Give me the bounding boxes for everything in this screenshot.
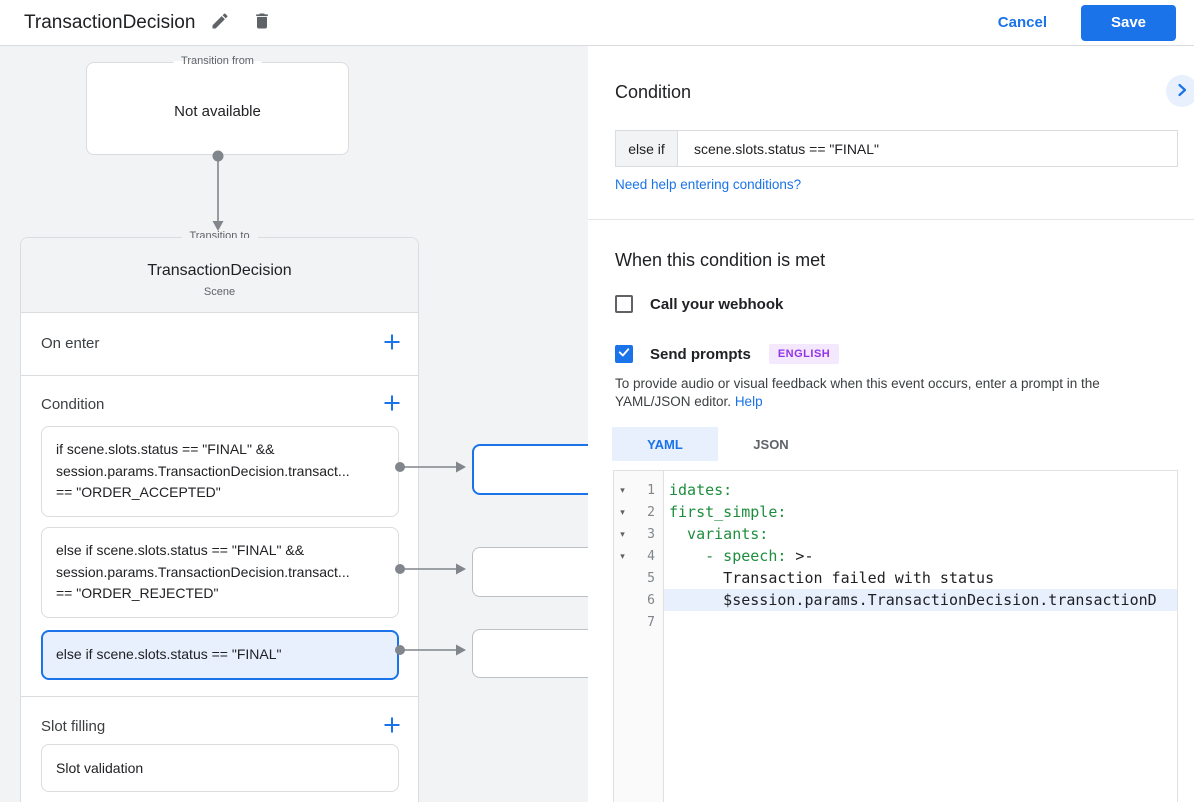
condition-item-final-selected[interactable]: else if scene.slots.status == "FINAL" [41, 630, 399, 680]
prompt-node[interactable] [472, 547, 588, 597]
editor-format-tabs: YAML JSON [612, 427, 824, 461]
tab-yaml[interactable]: YAML [612, 427, 718, 461]
fold-triangle-icon[interactable]: ▾ [620, 550, 625, 561]
condition-detail-panel: Condition else if Need help entering con… [588, 46, 1194, 802]
editor-line: 5 Transaction failed with status [614, 567, 1177, 589]
transition-to-node: Transition to TransactionDecision Scene … [20, 230, 419, 802]
trash-icon [252, 11, 272, 34]
transition-from-value: Not available [174, 103, 261, 120]
pencil-icon [210, 11, 230, 34]
prompt-hint-body: To provide audio or visual feedback when… [615, 376, 1100, 409]
add-icon [383, 394, 401, 415]
condition-expression-input[interactable] [678, 131, 1177, 166]
yaml-text: >- [786, 547, 814, 565]
condition-help-link[interactable]: Need help entering conditions? [615, 177, 802, 192]
arrow-right-icon [456, 644, 466, 656]
slot-validation-item[interactable]: Slot validation [41, 744, 399, 792]
delete-scene-button[interactable] [245, 6, 279, 40]
add-on-enter-button[interactable] [380, 331, 404, 355]
yaml-key: variants: [669, 525, 769, 543]
yaml-key: first_simple: [669, 503, 787, 521]
check-icon [617, 345, 631, 364]
when-met-heading: When this condition is met [615, 250, 826, 270]
save-button[interactable]: Save [1081, 4, 1176, 41]
add-slot-button[interactable] [380, 714, 404, 738]
editor-line: 7 [614, 611, 1177, 633]
line-number: 6 [647, 592, 655, 608]
edit-scene-button[interactable] [203, 6, 237, 40]
scene-flow-canvas: Transition from Not available T [0, 46, 588, 802]
editor-line-active: 6 $session.params.TransactionDecision.tr… [614, 589, 1177, 611]
line-number: 7 [647, 614, 655, 630]
line-number: 3 [647, 526, 655, 542]
scene-card-header: TransactionDecision Scene [21, 238, 418, 313]
arrow-right-icon [456, 461, 466, 473]
add-icon [383, 716, 401, 737]
scene-name: TransactionDecision [147, 262, 292, 279]
scene-type-label: Scene [203, 286, 236, 298]
send-prompts-label: Send prompts [650, 345, 751, 363]
tab-json[interactable]: JSON [753, 436, 789, 452]
condition-prefix: else if [616, 131, 678, 166]
prompt-node-selected[interactable] [472, 444, 588, 495]
condition-section-label: Condition [41, 396, 105, 413]
transition-from-node: Transition from Not available [86, 55, 349, 155]
send-prompts-row: Send prompts ENGLISH [615, 344, 840, 364]
condition-item-rejected[interactable]: else if scene.slots.status == "FINAL" &&… [41, 527, 399, 618]
yaml-key: - speech: [669, 547, 787, 565]
fold-triangle-icon[interactable]: ▾ [620, 528, 625, 539]
condition-text: == "ORDER_ACCEPTED" [56, 484, 221, 500]
editor-line: ▾ 3 variants: [614, 523, 1177, 545]
collapse-panel-button[interactable] [1166, 75, 1194, 107]
yaml-text: $session.params.TransactionDecision.tran… [669, 591, 1157, 609]
add-icon [383, 333, 401, 354]
editor-gutter [614, 471, 664, 802]
editor-line: ▾ 4 - speech: >- [614, 545, 1177, 567]
help-link[interactable]: Help [734, 394, 763, 409]
transition-from-legend: Transition from [173, 55, 262, 67]
condition-text: session.params.TransactionDecision.trans… [56, 462, 350, 479]
line-number: 2 [647, 504, 655, 520]
panel-divider [588, 219, 1194, 220]
fold-triangle-icon[interactable]: ▾ [620, 506, 625, 517]
editor-line: ▾ 1 idates: [614, 479, 1177, 501]
slot-filling-label: Slot filling [41, 718, 106, 735]
condition-text: if scene.slots.status == "FINAL" && [56, 441, 275, 457]
slot-validation-label: Slot validation [56, 760, 144, 776]
condition-text: == "ORDER_REJECTED" [56, 585, 219, 601]
arrow-right-icon [456, 563, 466, 575]
yaml-editor[interactable]: ▾ 1 idates: ▾ 2 first_simple: ▾ 3 variants:… [613, 470, 1178, 802]
call-webhook-checkbox[interactable] [615, 295, 633, 313]
language-badge: ENGLISH [768, 344, 840, 364]
call-webhook-label: Call your webhook [650, 295, 784, 313]
editor-line: ▾ 2 first_simple: [614, 501, 1177, 523]
condition-heading: Condition [615, 82, 692, 102]
on-enter-label: On enter [41, 335, 100, 352]
condition-expression-row: else if [615, 130, 1178, 167]
yaml-key: idates: [669, 481, 733, 499]
fold-triangle-icon[interactable]: ▾ [620, 484, 625, 495]
prompt-hint-text: To provide audio or visual feedback when… [615, 375, 1171, 411]
chevron-right-icon [1175, 83, 1189, 100]
add-condition-button[interactable] [380, 392, 404, 416]
line-number: 1 [647, 482, 655, 498]
yaml-text: Transaction failed with status [669, 569, 995, 587]
section-divider [21, 696, 418, 697]
condition-item-accepted[interactable]: if scene.slots.status == "FINAL" && sess… [41, 426, 399, 517]
cancel-button[interactable]: Cancel [997, 14, 1047, 31]
section-divider [21, 375, 418, 376]
prompt-node[interactable] [472, 629, 588, 678]
top-bar: TransactionDecision Cancel Save [0, 0, 1194, 46]
condition-text: session.params.TransactionDecision.trans… [56, 563, 350, 580]
condition-text: else if scene.slots.status == "FINAL" [56, 646, 282, 663]
line-number: 5 [647, 570, 655, 586]
page-title: TransactionDecision [24, 11, 196, 33]
line-number: 4 [647, 548, 655, 564]
send-prompts-checkbox[interactable] [615, 345, 633, 363]
webhook-row: Call your webhook [615, 295, 783, 313]
condition-text: else if scene.slots.status == "FINAL" && [56, 542, 305, 558]
